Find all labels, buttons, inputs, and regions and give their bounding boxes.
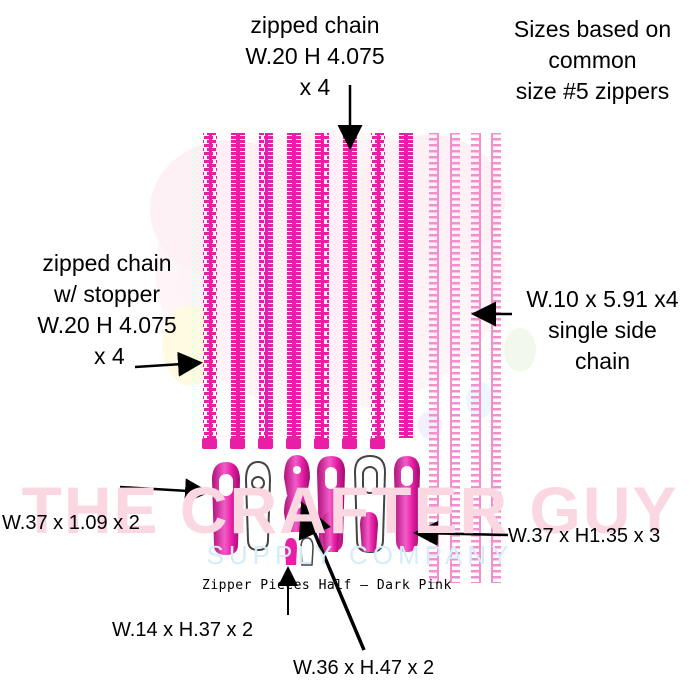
zipped-chain bbox=[202, 133, 217, 449]
arrows bbox=[119, 85, 512, 651]
zipped-chain bbox=[370, 133, 385, 449]
label-zipped-chain-stopper: zipped chain w/ stopper W.20 H 4.075 x 4 bbox=[37, 250, 177, 369]
watermark-subtitle: SUPPLY COMPANY bbox=[206, 540, 514, 570]
label-slider-pull-long: W.37 x H1.35 x 3 bbox=[508, 525, 661, 547]
label-slider-pull-short: W.37 x 1.09 x 2 bbox=[2, 512, 140, 534]
slider-body bbox=[284, 455, 310, 495]
arrow-slider-body bbox=[298, 501, 366, 651]
label-zipped-chain: zipped chain W.20 H 4.075 x 4 bbox=[245, 12, 385, 100]
zipped-chain bbox=[230, 133, 245, 449]
zipped-chain bbox=[314, 133, 329, 449]
arrow-slider-pull-long bbox=[413, 520, 509, 546]
zipped-chain bbox=[286, 133, 301, 449]
slider-pull-short bbox=[212, 462, 240, 555]
single-side-chains bbox=[429, 133, 501, 583]
single-side-chain bbox=[471, 133, 481, 583]
label-sizes-note: Sizes based on common size #5 zippers bbox=[513, 16, 672, 104]
label-slider-body: W.36 x H.47 x 2 bbox=[293, 657, 435, 679]
single-side-chain bbox=[429, 133, 439, 583]
zipped-chain bbox=[399, 133, 413, 438]
arrow-zipped-chain-stopper bbox=[134, 351, 203, 377]
watermark-brand: THE CRAFTER GUY bbox=[21, 473, 679, 547]
label-zipper-pieces: Zipper Pieces Half – Dark Pink bbox=[202, 578, 452, 593]
slider-pull-short-outline bbox=[244, 460, 272, 552]
single-side-chain bbox=[450, 133, 460, 583]
single-side-chain bbox=[491, 133, 501, 583]
zipped-chains bbox=[314, 133, 413, 449]
label-single-side-chain: W.10 x 5.91 x4 single side chain bbox=[526, 286, 679, 374]
zipped-chain bbox=[258, 133, 273, 449]
label-stopper-small: W.14 x H.37 x 2 bbox=[112, 619, 254, 641]
zipped-chains-with-stopper bbox=[202, 133, 301, 449]
arrow-slider-pull-short bbox=[119, 478, 210, 504]
zipped-chain bbox=[342, 133, 357, 449]
